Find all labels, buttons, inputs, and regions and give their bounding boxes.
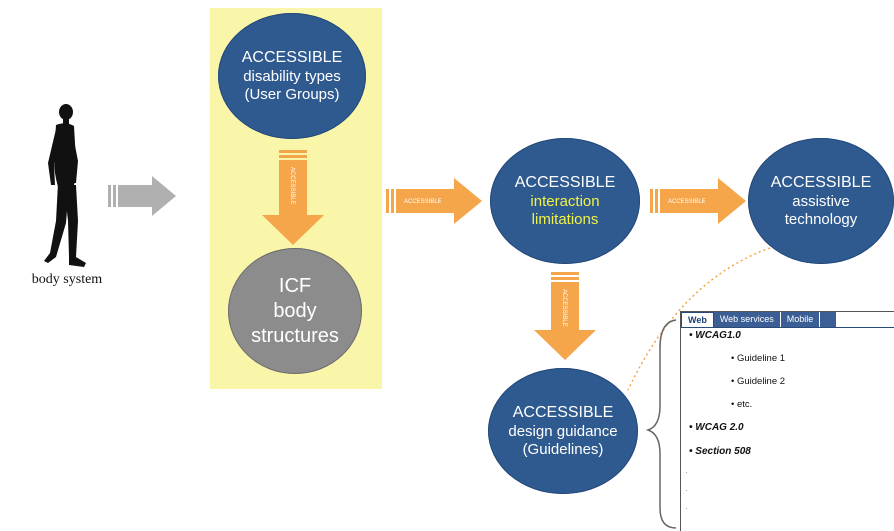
interaction-title: ACCESSIBLE [514, 174, 616, 192]
guidelines-tab-bar: Web Web services Mobile [681, 312, 894, 328]
design-title: ACCESSIBLE [512, 404, 614, 422]
tab-web[interactable]: Web [681, 312, 714, 327]
user-groups-line2: (User Groups) [244, 85, 340, 103]
guideline-item-wcag2-label: WCAG 2.0 [695, 422, 744, 433]
guideline-item-section508[interactable]: • Section 508 [689, 446, 751, 457]
orange-arrow-groups-to-interaction: ACCESSIBLE [386, 178, 482, 224]
guideline-item-etc-label: etc. [736, 399, 753, 410]
icf-line1: ICF [278, 274, 312, 297]
list-continuation-dot: · [685, 468, 688, 477]
guideline-item-wcag2[interactable]: • WCAG 2.0 [689, 422, 744, 433]
list-continuation-dot: · [685, 486, 688, 495]
tab-mobile[interactable]: Mobile [780, 312, 821, 327]
assistive-line1: assistive [792, 192, 850, 210]
design-line2: (Guidelines) [522, 440, 604, 458]
interaction-limitations-node: ACCESSIBLE interaction limitations [490, 138, 640, 264]
guidelines-window: Web Web services Mobile • WCAG1.0 • Guid… [680, 311, 894, 531]
guideline-item-guideline2-label: Guideline 2 [736, 376, 786, 387]
tab-more[interactable] [820, 312, 838, 327]
guideline-item-wcag1[interactable]: • WCAG1.0 [689, 330, 741, 341]
guideline-item-guideline2[interactable]: • Guideline 2 [731, 376, 786, 387]
arrow-label-horizontal-2: ACCESSIBLE [668, 199, 706, 205]
design-guidance-node: ACCESSIBLE design guidance (Guidelines) [488, 368, 638, 494]
guideline-item-guideline1-label: Guideline 1 [736, 353, 786, 364]
body-system-label: body system [31, 272, 103, 287]
arrow-label-horizontal-1: ACCESSIBLE [404, 199, 442, 205]
interaction-line1: interaction [530, 192, 600, 210]
user-groups-line1: disability types [243, 67, 341, 85]
orange-arrow-interaction-to-assistive: ACCESSIBLE [650, 178, 746, 224]
orange-arrow-interaction-to-design: ACCESSIBLE [534, 272, 596, 360]
guideline-item-etc[interactable]: • etc. [731, 399, 753, 410]
tab-web-services[interactable]: Web services [713, 312, 781, 327]
assistive-title: ACCESSIBLE [770, 174, 872, 192]
user-groups-node: ACCESSIBLE disability types (User Groups… [218, 13, 366, 139]
dotted-connector-assistive-to-design [627, 247, 771, 391]
icf-line2: body [273, 299, 317, 322]
guideline-item-guideline1[interactable]: • Guideline 1 [731, 353, 786, 364]
icf-body-structures-node: ICF body structures [228, 248, 362, 374]
user-groups-title: ACCESSIBLE [241, 49, 343, 67]
assistive-line2: technology [784, 210, 858, 228]
assistive-technology-node: ACCESSIBLE assistive technology [748, 138, 894, 264]
arrow-label-vertical-1: ACCESSIBLE [289, 167, 295, 205]
walking-human-figure-icon [44, 104, 86, 267]
interaction-line2: limitations [531, 210, 599, 228]
guideline-item-wcag1-label: WCAG1.0 [695, 330, 741, 341]
list-continuation-dot: · [685, 504, 688, 513]
grey-arrow-body-to-groups [108, 176, 176, 216]
icf-line3: structures [251, 324, 339, 347]
arrow-label-vertical-2: ACCESSIBLE [561, 289, 567, 327]
curly-brace-icon [645, 319, 677, 529]
orange-arrow-groups-to-icf: ACCESSIBLE [262, 150, 324, 245]
guideline-item-section508-label: Section 508 [695, 446, 751, 457]
design-line1: design guidance [508, 422, 618, 440]
